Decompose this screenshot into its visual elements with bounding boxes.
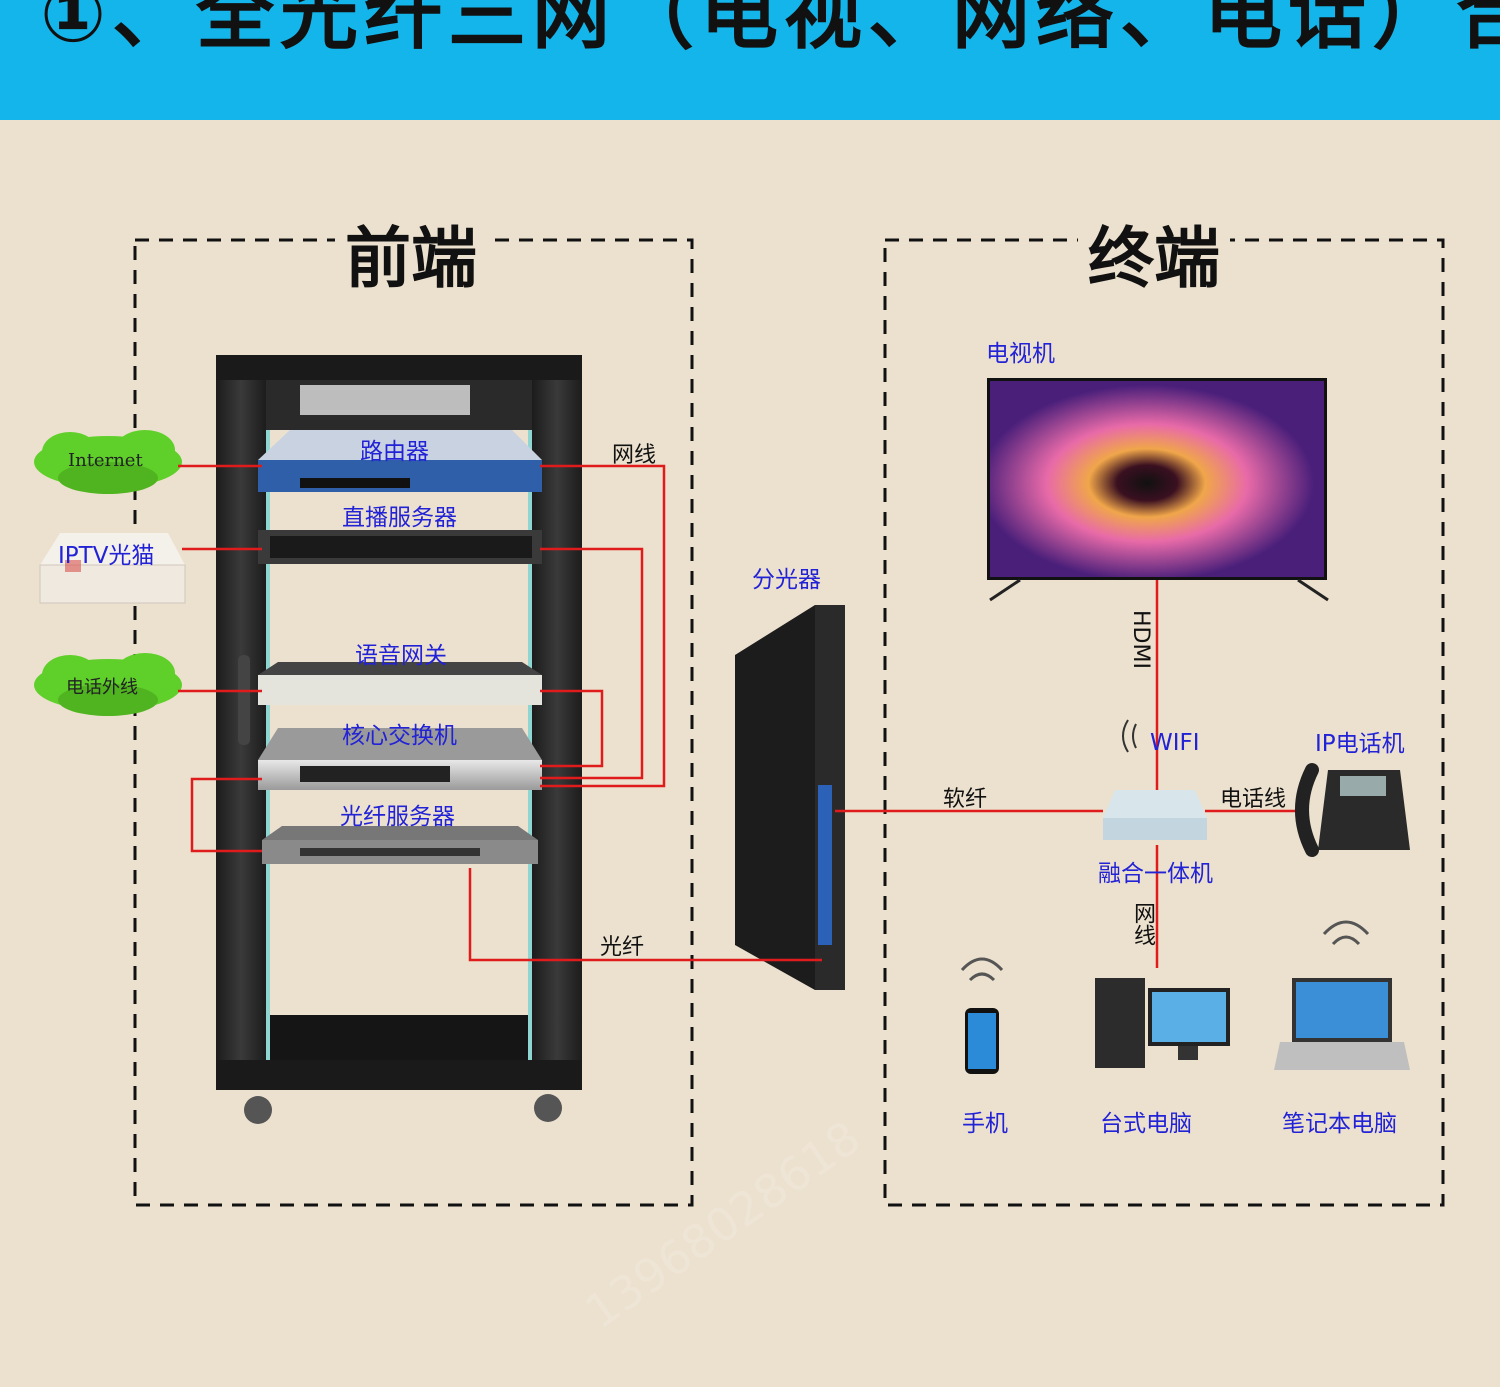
ip-phone-label: IP电话机 xyxy=(1315,731,1405,757)
front-section-title: 前端 xyxy=(335,205,487,301)
phone-line-label: 电话外线 xyxy=(66,677,138,698)
wiring xyxy=(178,464,1304,968)
all-in-one-device xyxy=(1103,719,1207,840)
iptv-modem-device xyxy=(39,533,186,604)
ip-phone-device xyxy=(1295,763,1410,857)
terminal-section-box xyxy=(883,238,1445,1207)
banner-title: ①、全光纤三网（电视、网络、电话）合 xyxy=(40,0,1500,60)
router-device xyxy=(258,430,542,492)
all-in-one-label: 融合一体机 xyxy=(1098,861,1213,887)
fiber-server-label: 光纤服务器 xyxy=(340,804,455,830)
wire-router-switch xyxy=(540,464,666,788)
hdmi-label: HDMI xyxy=(1128,610,1153,669)
core-switch-device xyxy=(258,728,542,790)
soft-fiber-label: 软纤 xyxy=(943,787,988,812)
terminal-section-title: 终端 xyxy=(1078,205,1230,301)
phone-label: 手机 xyxy=(962,1111,1008,1137)
fiber-label: 光纤 xyxy=(600,935,645,960)
live-server-label: 直播服务器 xyxy=(342,505,457,531)
wifi-label: WIFI xyxy=(1150,730,1200,756)
desktop-label: 台式电脑 xyxy=(1100,1111,1192,1137)
voice-gateway-device xyxy=(258,662,542,705)
wire-fiber-splitter xyxy=(468,868,822,962)
wire-gateway-switch xyxy=(540,689,604,768)
title-banner: ①、全光纤三网（电视、网络、电话）合 xyxy=(0,0,1500,120)
iptv-modem-label: IPTV光猫 xyxy=(58,543,155,569)
watermark-text: 13968028618 xyxy=(575,1110,870,1339)
internet-cloud xyxy=(34,430,182,494)
desktop-device xyxy=(1095,978,1230,1068)
network-cable-label: 网线 xyxy=(612,443,657,468)
watermark-layer: 13968028618 xyxy=(575,1110,870,1339)
router-label: 路由器 xyxy=(360,439,429,465)
splitter-label: 分光器 xyxy=(752,567,821,593)
tv-label: 电视机 xyxy=(986,341,1055,367)
tv-device xyxy=(987,378,1329,602)
splitter-device xyxy=(735,605,845,990)
network-cable-vertical-label: 网线 xyxy=(1130,902,1155,946)
phone-cable-label: 电话线 xyxy=(1220,787,1287,812)
internet-label: Internet xyxy=(68,450,143,471)
core-switch-label: 核心交换机 xyxy=(342,723,457,749)
wire-server-switch xyxy=(540,547,644,780)
laptop-device xyxy=(1274,920,1410,1070)
laptop-label: 笔记本电脑 xyxy=(1282,1111,1397,1137)
front-section-box xyxy=(133,238,694,1207)
mobile-phone-device xyxy=(960,957,1004,1074)
fiber-server-device xyxy=(262,826,538,864)
wire-switch-fiberserver xyxy=(190,777,262,853)
phone-line-cloud xyxy=(34,653,182,716)
voice-gateway-label: 语音网关 xyxy=(355,643,447,669)
live-server-device xyxy=(258,530,542,564)
